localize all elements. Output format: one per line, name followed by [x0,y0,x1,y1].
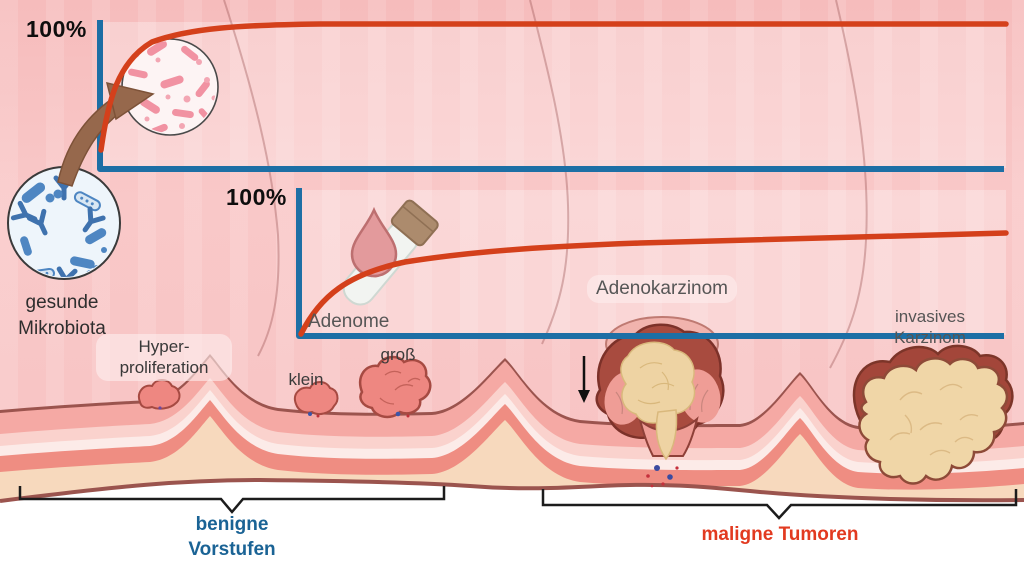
adenomas-label: Adenome [308,311,390,332]
hyperproliferation-label: Hyper-proliferation [96,334,232,381]
dysbiotic-microbiota-circle [121,38,219,136]
intestinal-wall [0,354,1024,576]
top-chart-axis [97,20,1004,172]
healthy-microbiota-label: gesunde Mikrobiota [18,292,106,339]
malignant-brace [541,489,1018,520]
chart-area-tints [103,22,1006,335]
small-adenoma-polyp [294,381,339,418]
adenocarcinoma-label: Adenokarzinom [586,275,738,303]
large-adenoma-label: groß [380,345,416,364]
large-adenoma-polyp [359,355,432,419]
invasion-arrow-icon [578,356,590,403]
small-adenoma-label: klein [288,370,324,389]
tumor-cell-dots [646,465,679,488]
hyperproliferation-polyp [138,379,181,410]
benign-precursors-label: benigne Vorstufen [188,514,276,560]
risk-curve-bottom [298,230,1009,337]
invasive-carcinoma-tumor [852,344,1014,485]
invasive-carcinoma-label: invasives Karzinom [894,307,966,348]
malignant-tumors-label: maligne Tumoren [701,524,859,545]
bottom-chart-100-label: 100% [226,184,287,210]
blood-sample-icon [342,199,439,306]
colon-fold-lines [223,0,868,369]
benign-brace [18,486,446,514]
healthy-microbiota-circle [7,166,121,280]
bottom-chart-axis [296,188,1004,339]
top-chart-100-label: 100% [26,16,87,42]
risk-curve-top [98,21,1009,153]
